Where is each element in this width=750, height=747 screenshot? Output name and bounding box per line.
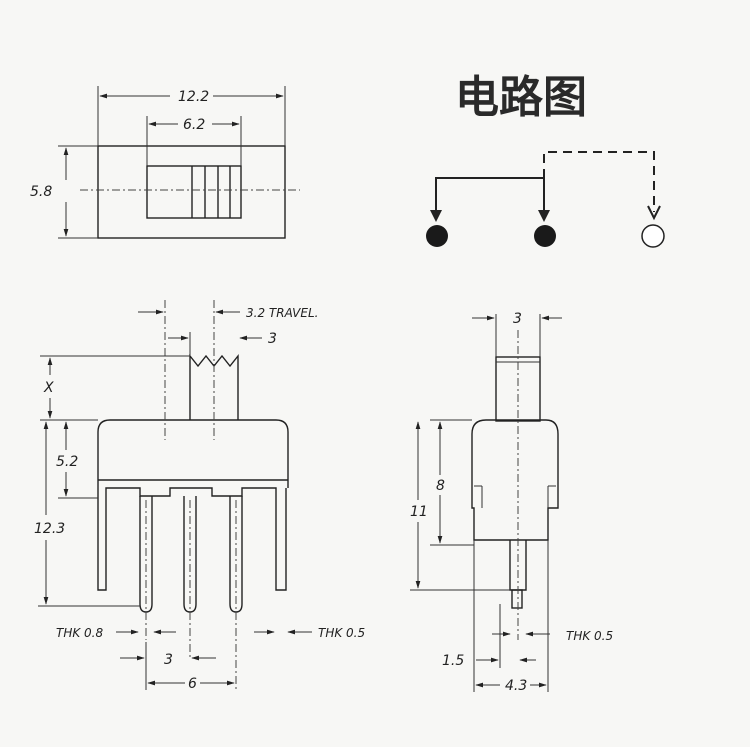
- circuit-title: 电路图: [455, 72, 587, 123]
- terminal-filled-left: [426, 225, 448, 247]
- terminal-open-right: [641, 224, 665, 248]
- terminal-filled-middle: [534, 225, 556, 247]
- front-x-label: X: [43, 380, 54, 396]
- side-view: 3 8 11 THK 0.5 1.5 4.3: [410, 311, 613, 694]
- front-span-label: 6: [188, 676, 197, 692]
- top-view: 12.2 6.2 5.8: [30, 86, 300, 239]
- front-body-height-label: 5.2: [56, 454, 78, 470]
- front-pin-thk-label: THK 0.8: [56, 626, 103, 640]
- side-thk-label: THK 0.5: [566, 629, 613, 643]
- front-view: 3.2 TRAVEL. 3 X 5.2 12.3 THK 0.8 THK 0.5: [34, 300, 365, 692]
- top-width-label: 12.2: [178, 89, 209, 105]
- side-body-height-label: 8: [436, 478, 445, 494]
- side-actuator-width-label: 3: [513, 311, 522, 327]
- front-total-height-label: 12.3: [34, 521, 65, 537]
- top-height-label: 5.8: [30, 184, 52, 200]
- front-leg-thk-label: THK 0.5: [318, 626, 365, 640]
- side-width-label: 4.3: [505, 678, 527, 694]
- travel-label: 3.2 TRAVEL.: [246, 306, 318, 320]
- side-offset-label: 1.5: [442, 653, 464, 669]
- side-total-height-label: 11: [410, 504, 428, 520]
- circuit-diagram: [426, 151, 665, 248]
- front-pitch-label: 3: [164, 652, 173, 668]
- top-slider-width-label: 6.2: [183, 117, 205, 133]
- front-actuator-width-label: 3: [268, 331, 277, 347]
